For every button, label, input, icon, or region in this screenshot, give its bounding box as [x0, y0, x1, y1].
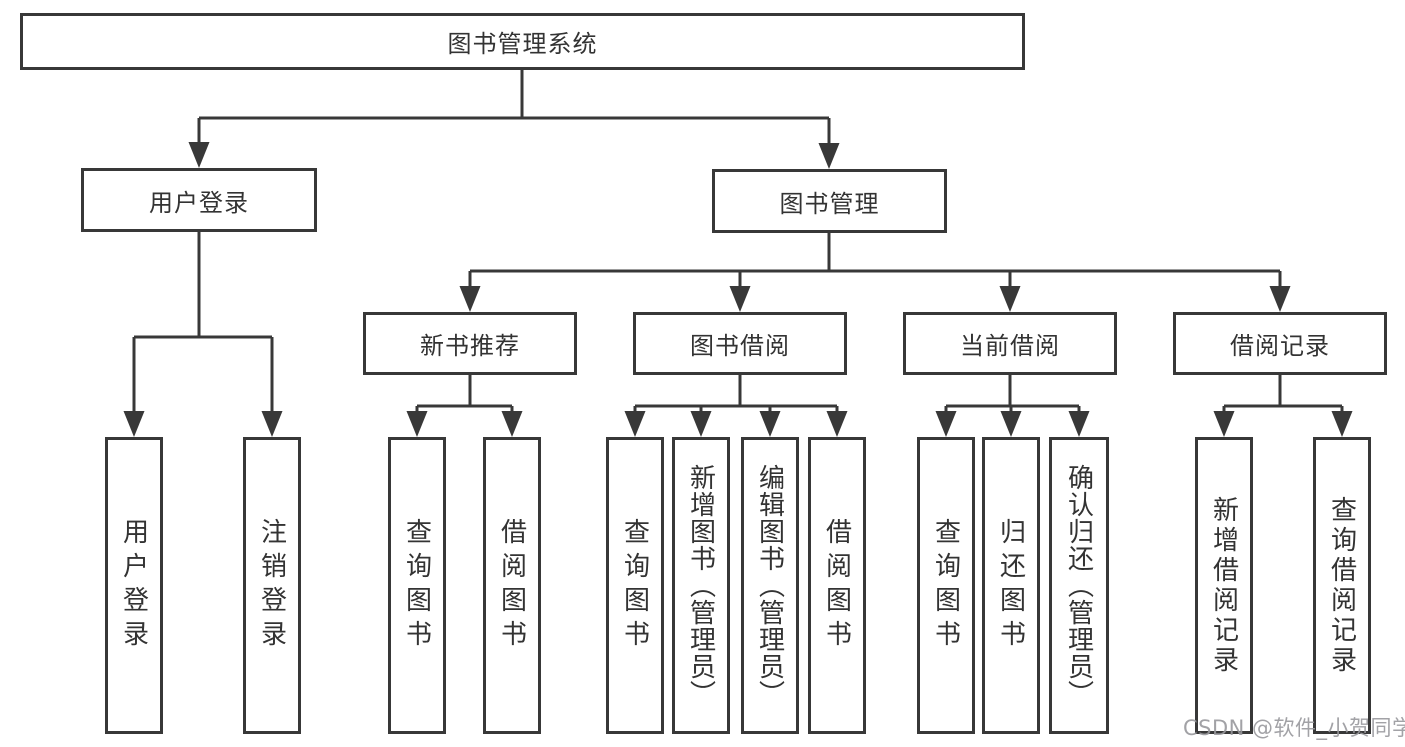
node-label: 借阅图书	[821, 517, 852, 654]
node-user-login: 用户登录	[81, 168, 317, 232]
csdn-watermark: CSDN @软件_小贺同学	[1183, 716, 1405, 740]
arrowhead	[188, 142, 210, 168]
arrowhead	[1213, 411, 1235, 437]
arrowhead	[501, 411, 523, 437]
node-add-books-admin: 新增图书（管理员）	[672, 437, 730, 734]
node-label: 新增借阅记录	[1208, 495, 1239, 676]
node-query-books: 查询图书	[606, 437, 664, 734]
node-label: 查询借阅记录	[1326, 495, 1357, 676]
node-label: 查询图书	[401, 517, 432, 654]
node-label: 查询图书	[619, 517, 650, 654]
node-return-books: 归还图书	[982, 437, 1040, 734]
node-book-borrowing: 图书借阅	[633, 312, 847, 375]
arrowhead	[406, 411, 428, 437]
node-query-books: 查询图书	[388, 437, 446, 734]
node-label: 用户登录	[118, 517, 149, 654]
arrowhead	[818, 143, 840, 169]
node-edit-books-admin: 编辑图书（管理员）	[741, 437, 799, 734]
node-book-management: 图书管理	[712, 169, 947, 233]
node-label: 查询图书	[930, 517, 961, 654]
arrowhead	[729, 286, 751, 312]
arrowhead	[1331, 411, 1353, 437]
node-logout: 注销登录	[243, 437, 301, 734]
node-query-books: 查询图书	[917, 437, 975, 734]
node-add-borrow-record: 新增借阅记录	[1195, 437, 1253, 734]
node-label: 确认归还（管理员）	[1063, 464, 1094, 707]
arrowhead	[123, 411, 145, 437]
node-label: 当前借阅	[960, 332, 1060, 360]
node-confirm-return-admin: 确认归还（管理员）	[1049, 437, 1109, 734]
node-label: 图书借阅	[690, 332, 790, 360]
arrowhead	[261, 411, 283, 437]
node-label: 用户登录	[149, 188, 249, 217]
arrowhead	[1269, 286, 1291, 312]
node-new-book-recommendation: 新书推荐	[363, 312, 577, 375]
arrowhead	[826, 411, 848, 437]
node-label: 编辑图书（管理员）	[754, 464, 785, 707]
node-user-login-leaf: 用户登录	[105, 437, 163, 734]
arrowhead	[1068, 411, 1090, 437]
node-borrow-books: 借阅图书	[483, 437, 541, 734]
node-label: 归还图书	[995, 517, 1026, 654]
node-label: 图书管理	[779, 189, 880, 218]
node-query-borrow-record: 查询借阅记录	[1313, 437, 1371, 734]
node-label: 新书推荐	[420, 332, 520, 360]
node-label: 图书管理系统	[447, 30, 598, 58]
node-borrowing-records: 借阅记录	[1173, 312, 1387, 375]
node-current-borrowing: 当前借阅	[903, 312, 1117, 375]
arrowhead	[935, 411, 957, 437]
arrowheads	[123, 142, 1353, 437]
arrowhead	[759, 411, 781, 437]
arrowhead	[690, 411, 712, 437]
node-borrow-books: 借阅图书	[808, 437, 866, 734]
arrowhead	[999, 286, 1021, 312]
arrowhead	[1000, 411, 1022, 437]
node-library-management-system: 图书管理系统	[20, 13, 1025, 70]
node-label: 借阅图书	[496, 517, 527, 654]
arrowhead	[624, 411, 646, 437]
node-label: 新增图书（管理员）	[685, 464, 716, 707]
node-label: 借阅记录	[1230, 332, 1330, 360]
arrowhead	[459, 286, 481, 312]
node-label: 注销登录	[256, 517, 287, 654]
